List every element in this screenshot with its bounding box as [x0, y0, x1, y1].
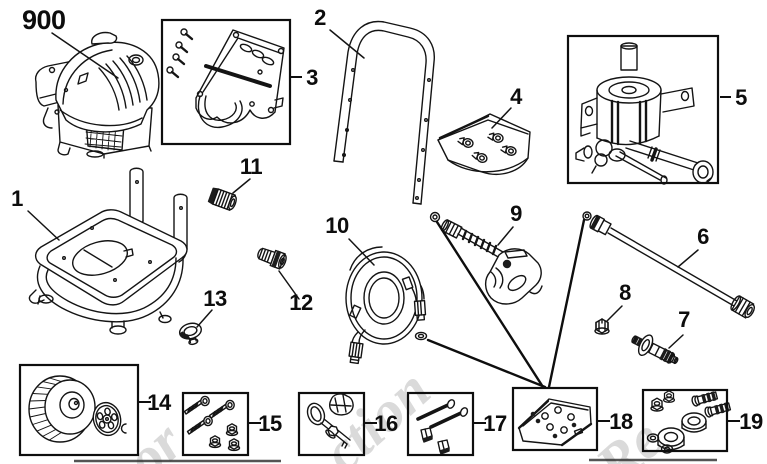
callout-900: 900	[22, 5, 66, 35]
callout-7: 7	[678, 307, 690, 332]
leader-12	[278, 270, 300, 300]
fastener-bag-illustration	[437, 113, 531, 176]
leader-11	[232, 178, 251, 194]
leader-8	[606, 305, 623, 322]
callout-11: 11	[240, 154, 263, 179]
oring-kit-illustration	[517, 398, 593, 447]
callout-2: 2	[314, 5, 326, 30]
callout-3: 3	[306, 65, 318, 90]
hose-illustration	[345, 246, 428, 365]
spray-wand-illustration	[582, 211, 755, 319]
callout-17: 17	[483, 411, 507, 436]
wheel-kit-illustration	[28, 375, 127, 443]
leader-1	[27, 210, 60, 241]
thumb-screw-13	[178, 322, 202, 346]
nut-illustration	[594, 318, 610, 335]
part-17-box	[406, 391, 475, 457]
part-14-box	[18, 363, 140, 457]
leader-2	[329, 29, 365, 59]
part-18-box	[511, 386, 599, 452]
leader-lines	[27, 29, 740, 424]
hook-kit-illustration	[306, 393, 354, 449]
callout-18: 18	[609, 409, 633, 434]
callout-12: 12	[289, 290, 313, 315]
cropped-text-line	[74, 458, 717, 463]
callout-16: 16	[374, 411, 398, 436]
callout-4: 4	[510, 84, 523, 109]
bearing-kit-illustration	[646, 390, 732, 454]
leader-10	[348, 238, 375, 266]
adapter-fitting-12	[257, 247, 287, 270]
spray-gun-illustration	[429, 211, 543, 305]
shroud-panel-illustration	[166, 28, 285, 129]
leader-7	[668, 334, 684, 349]
callout-9: 9	[510, 201, 522, 226]
handle-illustration	[333, 20, 435, 205]
callout-15: 15	[258, 411, 282, 436]
callout-5: 5	[735, 85, 747, 110]
callout-13: 13	[203, 286, 227, 311]
callout-8: 8	[619, 280, 631, 305]
callout-1: 1	[11, 186, 23, 211]
nozzle-spindle-illustration	[631, 334, 679, 365]
part-3-box	[160, 18, 292, 146]
callout-labels: 900 1 2 3 4 5 6 7 8 9 10 11 12 13 14 15 …	[11, 5, 763, 436]
bolt-clip-kit-illustration	[416, 399, 469, 455]
callout-19: 19	[739, 409, 763, 434]
callout-14: 14	[147, 390, 172, 415]
part-16-box	[297, 391, 366, 457]
pump-illustration	[575, 42, 714, 185]
leader-6	[677, 249, 699, 268]
adapter-fitting-11	[207, 187, 237, 211]
leader-4	[491, 107, 512, 129]
leader-900	[51, 32, 119, 79]
part-19-box	[641, 388, 729, 453]
part-5-box	[566, 34, 720, 185]
part-15-box	[181, 391, 250, 457]
oring-kit-reference-lines	[426, 218, 586, 389]
bolt-nut-kit-illustration	[183, 395, 241, 452]
callout-10: 10	[325, 213, 349, 238]
engine-illustration	[34, 31, 160, 159]
leader-13	[196, 309, 213, 328]
leader-9	[497, 226, 514, 246]
frame-illustration	[28, 167, 188, 335]
callout-6: 6	[697, 224, 709, 249]
